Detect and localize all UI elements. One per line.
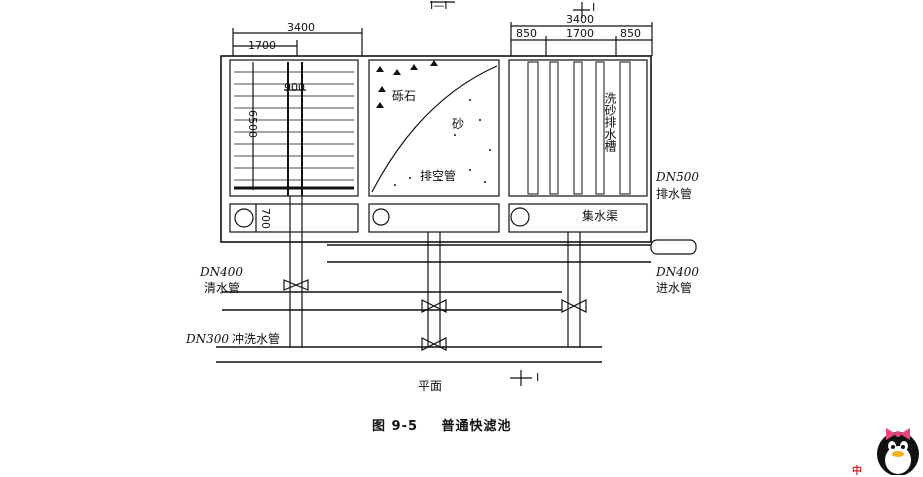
label-wash-pipe: 冲洗水管 xyxy=(232,332,281,346)
filter-building xyxy=(220,55,652,243)
label-inlet-pipe: 进水管 xyxy=(656,281,693,295)
label-collect-channel: 集水渠 xyxy=(582,209,619,223)
section-mark-top: I—I xyxy=(430,0,448,12)
penguin-mascot-icon xyxy=(877,428,919,475)
dim-left-height: 6500 xyxy=(246,110,259,138)
label-clear-pipe: 清水管 xyxy=(204,281,241,295)
label-drain-pipe: 排水管 xyxy=(656,187,693,201)
section-mark-right: I xyxy=(592,1,596,14)
label-gravel: 砾石 xyxy=(392,89,417,103)
figure-caption: 图 9-5 普通快滤池 xyxy=(372,420,512,433)
label-plan-view: 平面 xyxy=(418,379,443,393)
filter-cell-left xyxy=(229,59,359,197)
label-inlet-pipe-size: DN400 xyxy=(656,265,700,279)
dim-right-b: 1700 xyxy=(566,27,594,40)
figure-number: 图 9-5 xyxy=(372,419,419,434)
dim-right-a: 850 xyxy=(516,27,537,40)
dim-left-partial: 1700 xyxy=(248,39,276,52)
label-wash-pipe-size: DN300 xyxy=(186,332,230,346)
dim-right-total: 3400 xyxy=(566,13,594,26)
figure-title: 普通快滤池 xyxy=(441,419,512,434)
dim-left-inner: 900 xyxy=(284,81,305,94)
section-mark-bottom: I xyxy=(536,371,540,384)
label-clear-pipe-size: DN400 xyxy=(200,265,244,279)
label-drain-empty-pipe: 排空管 xyxy=(420,169,457,183)
mascot-text: 中 xyxy=(852,466,862,477)
dim-left-total: 3400 xyxy=(287,21,315,34)
dim-right-c: 850 xyxy=(620,27,641,40)
label-wash-sand-trough: 洗砂排水槽 xyxy=(603,92,617,152)
dim-left-bottom: 700 xyxy=(259,208,272,229)
label-drain-pipe-size: DN500 xyxy=(656,170,700,184)
label-sand: 砂 xyxy=(452,117,465,131)
filter-cell-right xyxy=(508,59,648,197)
